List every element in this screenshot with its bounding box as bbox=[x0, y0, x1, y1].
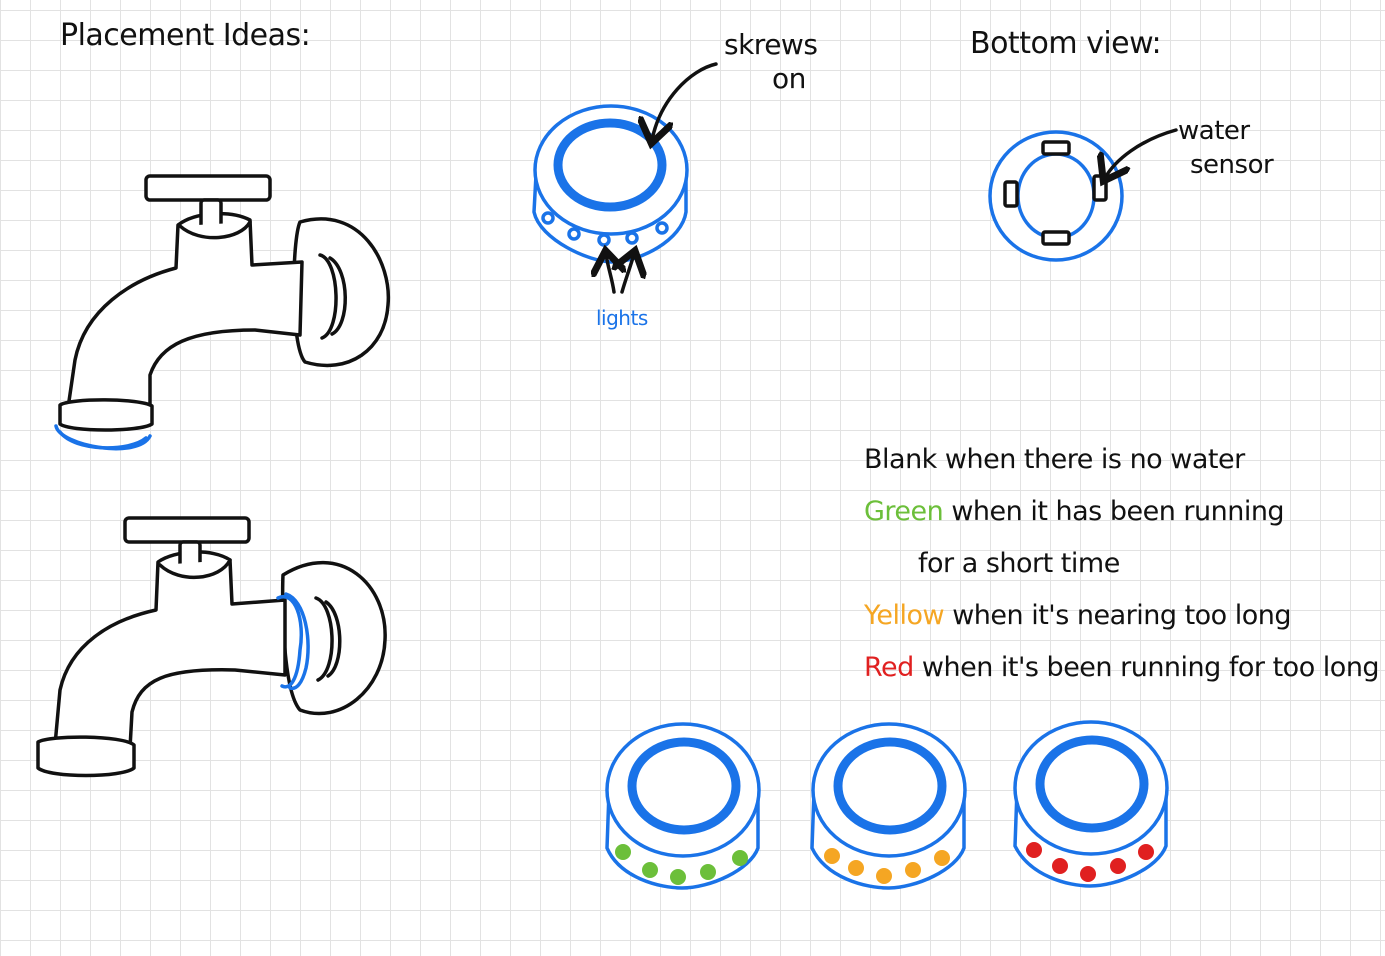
state-light bbox=[1080, 866, 1096, 882]
tap2-device-ring bbox=[276, 594, 303, 689]
bottom-view-label: Bottom view: bbox=[970, 26, 1162, 61]
device-state-red bbox=[1013, 720, 1169, 888]
state-light bbox=[670, 869, 686, 885]
page-title: Placement Ideas: bbox=[60, 18, 311, 53]
state-light bbox=[642, 862, 658, 878]
legend-line-blank: Blank when there is no water bbox=[864, 444, 1245, 475]
tap2-nozzle-ring bbox=[36, 735, 136, 778]
legend-color-word: Yellow bbox=[864, 600, 945, 631]
state-light bbox=[1138, 844, 1154, 860]
tap2-handle bbox=[123, 516, 251, 544]
legend-color-word: Red bbox=[864, 652, 914, 683]
legend-line-green: Green when it has been running bbox=[864, 496, 1285, 527]
legend-description: when it has been running bbox=[943, 496, 1285, 527]
water-sensor-pad bbox=[1041, 230, 1071, 246]
water-sensor-label-line1: water bbox=[1178, 116, 1250, 146]
water-sensor-label-line2: sensor bbox=[1190, 150, 1274, 180]
tap1-wall-flange bbox=[292, 217, 391, 368]
water-sensor-pad bbox=[1092, 174, 1108, 202]
state-light bbox=[700, 864, 716, 880]
state-light bbox=[1110, 858, 1126, 874]
legend-line-yellow: Yellow when it's nearing too long bbox=[864, 600, 1292, 631]
state-light bbox=[905, 862, 921, 878]
screws-on-label-line2: on bbox=[772, 62, 806, 95]
legend-description: when it's nearing too long bbox=[944, 600, 1292, 631]
state-light bbox=[732, 850, 748, 866]
state-light bbox=[848, 860, 864, 876]
device-side-view bbox=[532, 104, 689, 264]
tap1-handle bbox=[144, 174, 272, 202]
legend-description: Blank when there is no water bbox=[864, 444, 1245, 475]
device-state-yellow bbox=[810, 722, 967, 890]
state-light bbox=[1052, 858, 1068, 874]
water-sensor-pad bbox=[1003, 180, 1019, 208]
water-sensor-pad bbox=[1041, 140, 1071, 156]
state-light bbox=[824, 848, 840, 864]
state-light bbox=[934, 850, 950, 866]
screws-on-label-line1: skrews bbox=[724, 28, 818, 61]
tap1-body bbox=[66, 211, 304, 412]
tap-wall-placement bbox=[36, 516, 387, 778]
device-state-green bbox=[605, 722, 761, 890]
legend-line-red: Red when it's been running for too long bbox=[864, 652, 1380, 683]
legend-line-green-cont: for a short time bbox=[918, 548, 1120, 579]
lights-label: lights bbox=[596, 306, 648, 330]
legend-description: for a short time bbox=[918, 548, 1120, 579]
state-light bbox=[876, 868, 892, 884]
legend-color-word: Green bbox=[864, 496, 944, 527]
state-light bbox=[1026, 842, 1042, 858]
device-bottom-view bbox=[988, 130, 1124, 262]
legend-description: when it's been running for too long bbox=[913, 652, 1380, 683]
tap-spout-placement bbox=[54, 174, 391, 451]
tap2-body bbox=[53, 550, 287, 750]
tap2-wall-flange bbox=[280, 561, 387, 716]
state-light bbox=[615, 844, 631, 860]
tap1-nozzle-ring bbox=[58, 398, 154, 432]
